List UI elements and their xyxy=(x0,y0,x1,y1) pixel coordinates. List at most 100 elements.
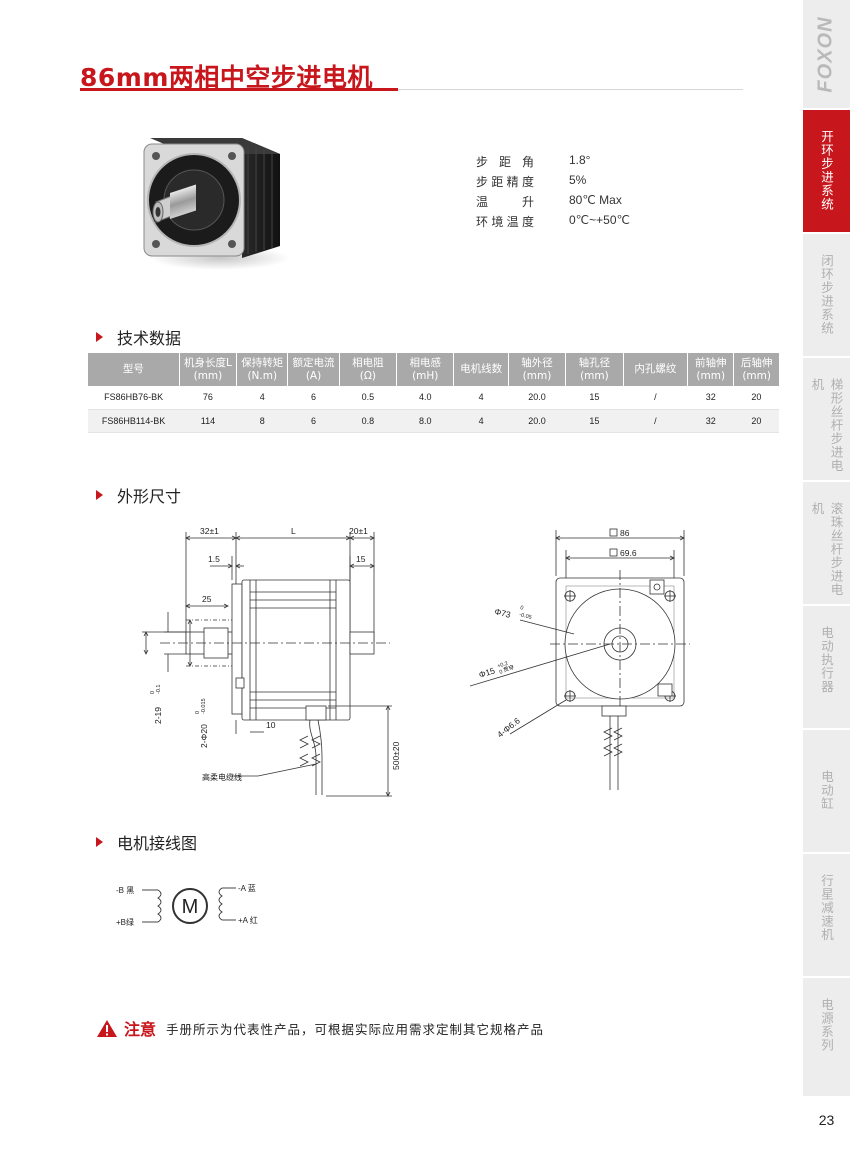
table-cell: 8.0 xyxy=(396,409,454,433)
dim-bore-note: 贯穿 xyxy=(502,663,515,674)
spec-label-ambient-temp: 环境温度 xyxy=(476,215,534,229)
table-header-cell: 轴孔径(mm) xyxy=(565,353,624,386)
dim-2-phi20-tol-bottom: -0.015 xyxy=(201,698,207,714)
page-title: 86mm两相中空步进电机 xyxy=(80,63,373,92)
spec-value-step-accuracy: 5% xyxy=(569,173,587,187)
notice-heading: 注意 xyxy=(124,1020,157,1039)
table-cell: 6 xyxy=(287,386,340,410)
sidebar-tab-open-loop[interactable]: 开环步进系统 xyxy=(803,108,850,232)
dim-holes: 4-Φ6.6 xyxy=(495,715,522,739)
table-cell: 0.8 xyxy=(339,409,397,433)
sidebar-tab-label: 电动缸 xyxy=(819,770,834,811)
section-heading-wiring: 电机接线图 xyxy=(96,830,197,854)
table-cell: 4 xyxy=(236,386,288,410)
dim-pilot-tol-bottom: -0.05 xyxy=(519,612,533,621)
sidebar-tab-label: 电源系列 xyxy=(819,998,834,1052)
motor-symbol-label: M xyxy=(182,896,199,918)
table-cell: 20 xyxy=(733,409,779,433)
section-heading-dimensions: 外形尺寸 xyxy=(96,483,181,507)
spec-value-ambient-temp: 0℃~+50℃ xyxy=(569,213,630,227)
motor-symbol-icon xyxy=(172,888,208,924)
spec-value-step-angle: 1.8° xyxy=(569,153,591,167)
side-view-drawing: 32±1 L 20±1 1.5 15 25 10 500±20 2-19 0 -… xyxy=(142,526,401,797)
table-cell: 4 xyxy=(453,386,509,410)
dim-500: 500±20 xyxy=(391,741,401,770)
table-header-cell: 后轴伸(mm) xyxy=(733,353,779,386)
table-header-cell: 型号 xyxy=(88,353,180,386)
table-cell: 20.0 xyxy=(508,386,566,410)
table-cell: FS86HB76-BK xyxy=(88,386,180,410)
sidebar-tab-label: 闭环步进系统 xyxy=(819,254,834,335)
notice: 注意 手册所示为代表性产品，可根据实际应用需求定制其它规格产品 xyxy=(96,1016,544,1040)
table-cell: 32 xyxy=(687,386,734,410)
dim-2-phi20: 2-Φ20 xyxy=(199,724,209,748)
dim-bore-15: Φ15 xyxy=(478,665,497,680)
dim-2-19-tol-top: 0 xyxy=(150,691,156,694)
table-header-cell: 前轴伸(mm) xyxy=(687,353,735,386)
dim-square-86: 86 xyxy=(620,528,630,538)
spec-label-temp-rise: 温升 xyxy=(476,195,534,209)
table-header-cell: 相电感(mH) xyxy=(396,353,455,386)
sidebar-tab-label: 电动执行器 xyxy=(819,626,834,694)
table-cell: 4.0 xyxy=(396,386,454,410)
sidebar-tab-electric-actuator[interactable]: 电动执行器 xyxy=(803,604,850,728)
title-divider xyxy=(398,89,743,90)
spec-label-step-angle: 步距角 xyxy=(476,155,534,169)
title-underline xyxy=(80,88,398,91)
table-cell: 20 xyxy=(733,386,779,410)
wiring-diagram: M -B 黑 +B绿 -A 蓝 +A 红 xyxy=(116,883,258,927)
sidebar-tab-ball-screw[interactable]: 滚珠丝杆步进电机 xyxy=(803,480,850,604)
sidebar-tab-planetary-reducer[interactable]: 行星减速机 xyxy=(803,852,850,976)
table-header-cell: 电机线数 xyxy=(453,353,509,386)
dim-pilot-73: Φ73 xyxy=(494,606,512,620)
table-cell: 4 xyxy=(453,409,509,433)
table-cell: / xyxy=(623,386,688,410)
table-cell: 15 xyxy=(565,409,624,433)
warning-icon xyxy=(97,1019,117,1037)
table-header-cell: 机身长度L(mm) xyxy=(179,353,238,386)
spec-label-step-accuracy: 步距精度 xyxy=(476,175,534,189)
table-cell: 0.5 xyxy=(339,386,397,410)
sidebar-tab-power-supply[interactable]: 电源系列 xyxy=(803,976,850,1096)
dim-bore-tol-bottom: 0 xyxy=(499,669,504,676)
cable-label: 高柔电缆线 xyxy=(202,772,242,782)
table-header-cell: 相电阻(Ω) xyxy=(339,353,398,386)
dim-L: L xyxy=(291,526,296,536)
table-header-cell: 保持转矩(N.m) xyxy=(236,353,289,386)
dim-2-19: 2-19 xyxy=(153,707,163,724)
table-cell: 32 xyxy=(687,409,734,433)
tech-data-table: 型号 机身长度L(mm) 保持转矩(N.m) 额定电流(A) 相电阻(Ω) 相电… xyxy=(88,353,779,433)
notice-text: 手册所示为代表性产品，可根据实际应用需求定制其它规格产品 xyxy=(166,1021,545,1037)
lead-label-plus-a: +A 红 xyxy=(238,915,258,925)
dim-2-19-tol-bottom: -0.1 xyxy=(156,685,162,694)
section-marker-icon xyxy=(96,332,103,342)
dim-15: 15 xyxy=(356,554,366,564)
table-header-row: 型号 机身长度L(mm) 保持转矩(N.m) 额定电流(A) 相电阻(Ω) 相电… xyxy=(88,353,779,386)
lead-label-minus-b: -B 黑 xyxy=(116,886,134,895)
sidebar-tab-trapezoidal-screw[interactable]: 梯形丝杆步进电机 xyxy=(803,356,850,480)
dim-square-69-6: 69.6 xyxy=(620,548,637,558)
table-cell: 76 xyxy=(179,386,237,410)
dim-25: 25 xyxy=(202,594,212,604)
sidebar-tab-closed-loop[interactable]: 闭环步进系统 xyxy=(803,232,850,356)
table-cell: 8 xyxy=(236,409,288,433)
dim-pilot-tol-top: 0 xyxy=(520,605,524,612)
dim-10: 10 xyxy=(266,720,276,730)
front-view-drawing: 86 69.6 Φ73 0 -0.05 Φ15 +0.2 0 贯穿 4-Φ6.6 xyxy=(470,528,690,790)
sidebar-tab-electric-cylinder[interactable]: 电动缸 xyxy=(803,728,850,852)
section-marker-icon xyxy=(96,490,103,500)
sidebar-tab-label: 滚珠丝杆步进电机 xyxy=(809,502,844,597)
table-cell: 114 xyxy=(179,409,237,433)
table-header-cell: 内孔螺纹 xyxy=(623,353,689,386)
table-header-cell: 额定电流(A) xyxy=(287,353,340,386)
brand-logo: FOXON xyxy=(803,0,850,108)
page-number: 23 xyxy=(818,1112,835,1128)
table-row: FS86HB114-BK 114 8 6 0.8 8.0 4 20.0 15 /… xyxy=(88,409,779,433)
dim-2-phi20-tol-top: 0 xyxy=(195,711,201,714)
brand-logo-text: FOXON xyxy=(815,15,837,93)
section-heading-tech-data: 技术数据 xyxy=(96,325,181,349)
dim-32: 32±1 xyxy=(200,526,219,536)
dim-1-5: 1.5 xyxy=(208,554,220,564)
table-cell: 20.0 xyxy=(508,409,566,433)
lead-label-plus-b: +B绿 xyxy=(116,918,134,927)
